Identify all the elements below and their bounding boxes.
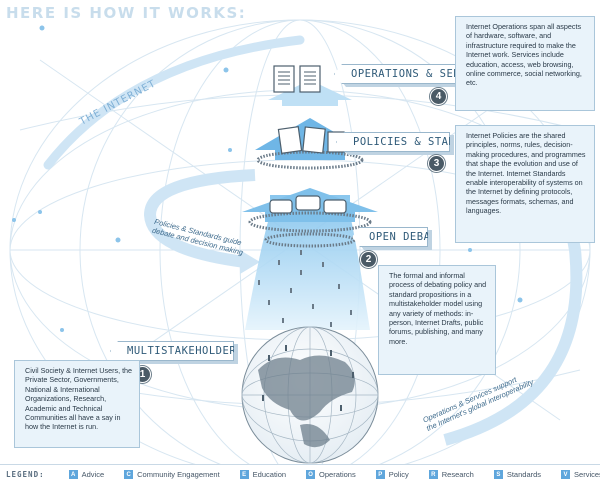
- legend-chip-icon: R: [428, 470, 438, 479]
- legend-item-label: Operations: [319, 470, 356, 479]
- crowd-debate: [248, 211, 372, 248]
- operations-services-description: Internet Operations span all aspects of …: [455, 16, 595, 111]
- legend-item-label: Services: [574, 470, 600, 479]
- multistakeholders-description: Civil Society & Internet Users, the Priv…: [14, 360, 140, 448]
- guide-debate-arrow: [143, 169, 256, 268]
- legend-chip-icon: P: [375, 470, 385, 479]
- legend-chip-icon: V: [561, 470, 571, 479]
- policies-standards-label: POLICIES & STANDARDS: [353, 136, 490, 148]
- legend-chip-icon: E: [239, 470, 249, 479]
- operations-documents-icon: [273, 65, 321, 93]
- page-title: HERE IS HOW IT WORKS:: [6, 4, 247, 22]
- legend-chip-icon: C: [124, 470, 134, 479]
- legend-item-label: Policy: [388, 470, 409, 479]
- legend-item-label: Advice: [81, 470, 105, 479]
- globe-people: [262, 345, 354, 411]
- arrow-to-operations: [268, 80, 352, 106]
- legend-chip-icon: S: [493, 470, 503, 479]
- step-2-badge: 2: [360, 251, 377, 268]
- policies-standards-banner: POLICIES & STANDARDS: [336, 132, 450, 152]
- step-4-badge: 4: [430, 88, 447, 105]
- policies-documents-icon: [277, 126, 345, 154]
- legend-title: LEGEND:: [6, 470, 45, 479]
- step-3-badge: 3: [428, 155, 445, 172]
- crowd-policies: [256, 150, 364, 170]
- crowd-scatter: [258, 250, 352, 327]
- legend-item-label: Standards: [506, 470, 542, 479]
- multistakeholders-banner: MULTISTAKEHOLDERS: [110, 341, 234, 361]
- operations-services-label: OPERATIONS & SERVICES: [351, 68, 495, 80]
- open-debate-banner: OPEN DEBATE: [352, 227, 428, 247]
- debate-speech-bubbles-icon: [269, 195, 347, 214]
- open-debate-description: The formal and informal process of debat…: [378, 265, 496, 375]
- legend-item-label: Research: [441, 470, 474, 479]
- globe-icon: [241, 326, 379, 464]
- legend-chip-icon: O: [306, 470, 316, 479]
- policies-standards-description: Internet Policies are the shared princip…: [455, 125, 595, 243]
- legend-item-label: Education: [252, 470, 287, 479]
- internet-arc: [43, 35, 305, 170]
- legend-chip-icon: A: [68, 470, 78, 479]
- open-debate-label: OPEN DEBATE: [369, 231, 445, 243]
- multistakeholders-label: MULTISTAKEHOLDERS: [127, 345, 243, 357]
- operations-services-banner: OPERATIONS & SERVICES: [334, 64, 456, 84]
- legend-item-label: Community Engagement: [137, 470, 220, 479]
